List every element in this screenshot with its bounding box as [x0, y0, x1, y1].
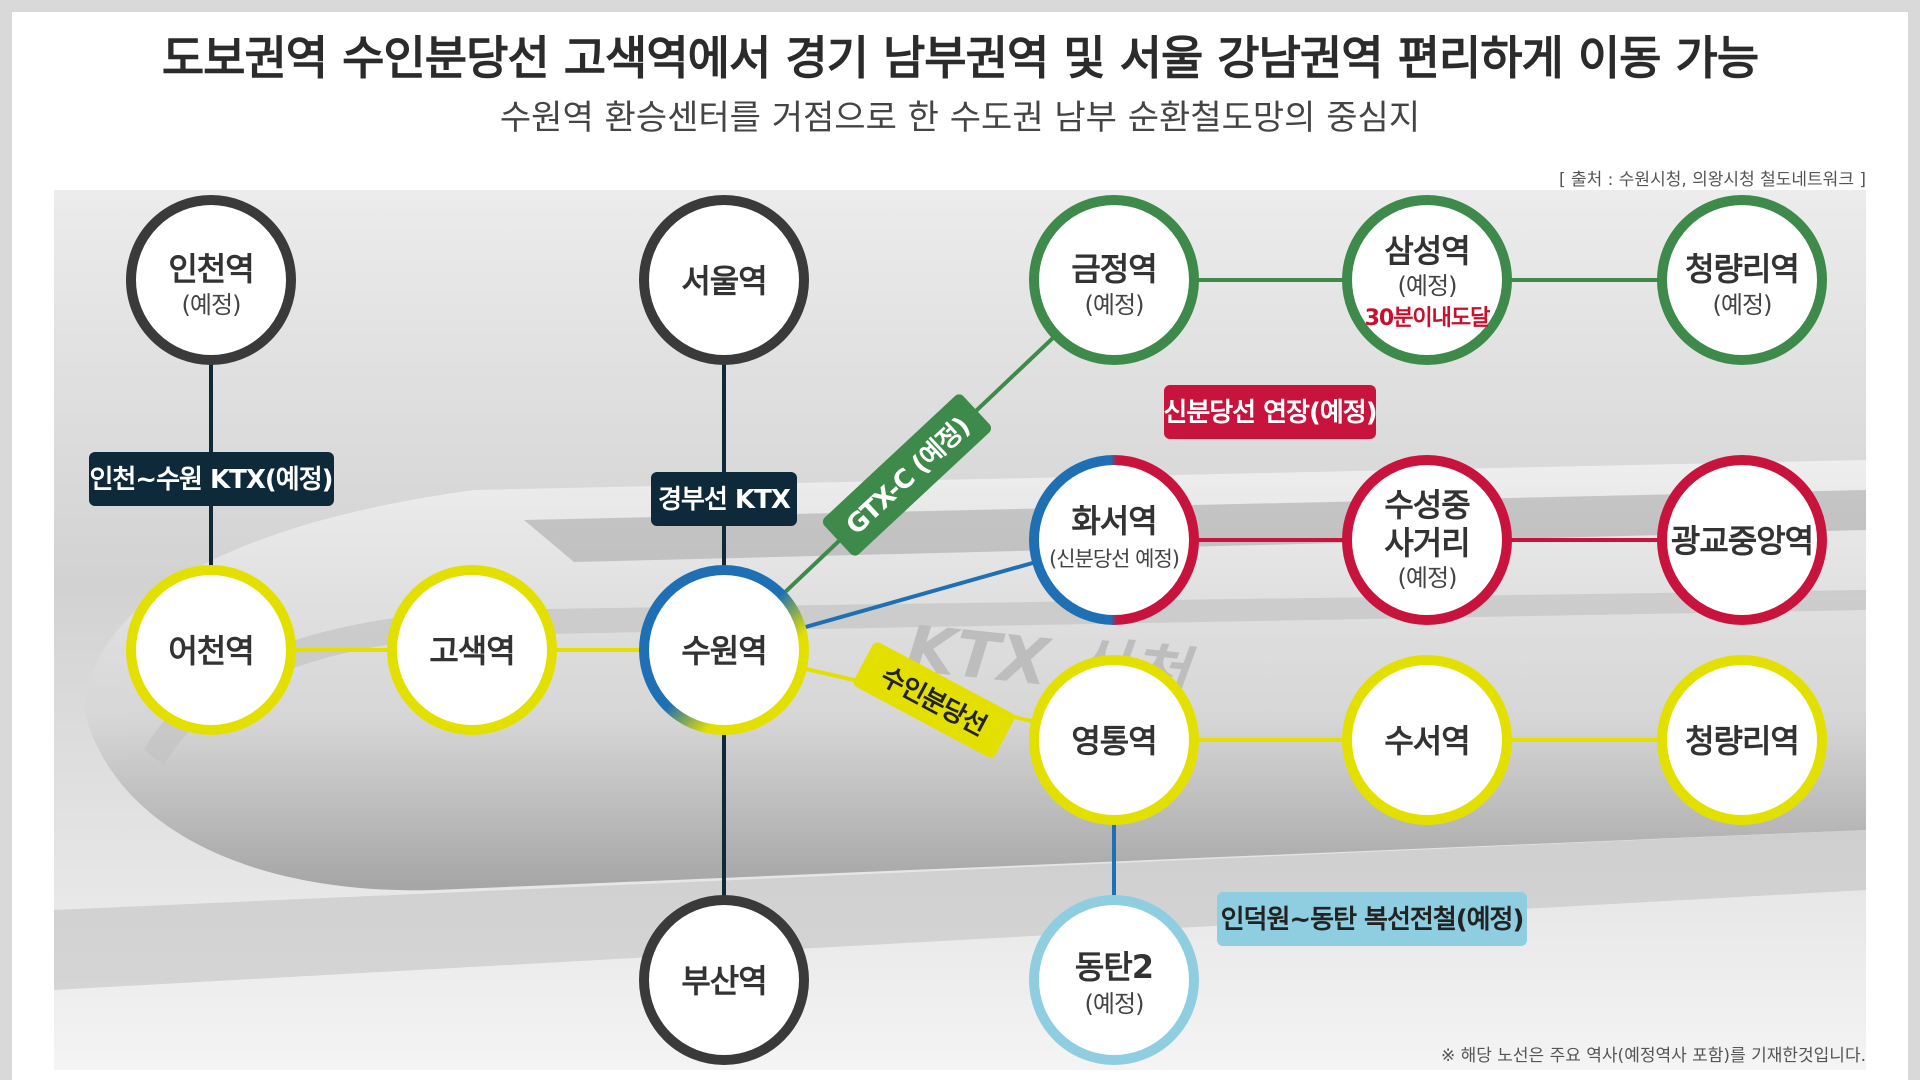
svg-text:(신분당선 예정): (신분당선 예정)	[1049, 547, 1179, 571]
svg-text:청량리역: 청량리역	[1685, 250, 1799, 288]
label-incheon-ktx: 인천~수원 KTX(예정)	[89, 452, 334, 506]
svg-text:광교중앙역: 광교중앙역	[1671, 522, 1813, 560]
station-geumjeong: 금정역 (예정)	[1029, 195, 1199, 365]
station-gosaek: 고색역	[387, 565, 557, 735]
station-hwaseo: 화서역 (신분당선 예정)	[1029, 455, 1199, 625]
svg-text:인덕원~동탄 복선전철(예정): 인덕원~동탄 복선전철(예정)	[1221, 905, 1524, 935]
source-credit: [ 출처 : 수원시청, 의왕시청 철도네트워크 ]	[1558, 170, 1866, 190]
svg-text:동탄2: 동탄2	[1075, 948, 1153, 986]
svg-text:수서역: 수서역	[1384, 722, 1469, 760]
page-frame: 도보권역 수인분당선 고색역에서 경기 남부권역 및 서울 강남권역 편리하게 …	[12, 12, 1908, 1080]
station-samseong: 삼성역 (예정) 30분이내도달	[1342, 195, 1512, 365]
svg-text:(예정): (예정)	[1085, 990, 1144, 1018]
page-title: 도보권역 수인분당선 고색역에서 경기 남부권역 및 서울 강남권역 편리하게 …	[161, 31, 1759, 85]
svg-text:수성중: 수성중	[1384, 486, 1470, 524]
label-gyeongbu-ktx: 경부선 KTX	[651, 472, 797, 526]
svg-text:금정역: 금정역	[1071, 250, 1156, 288]
train-background: KTX 산천 인천~수원 KTX(예정) 경부선	[54, 190, 1866, 1070]
station-cheongnyangni-gtx: 청량리역 (예정)	[1657, 195, 1827, 365]
station-busan: 부산역	[639, 895, 809, 1065]
svg-text:경부선 KTX: 경부선 KTX	[658, 485, 791, 515]
rail-network-diagram: KTX 산천 인천~수원 KTX(예정) 경부선	[54, 195, 1866, 1065]
svg-text:화서역: 화서역	[1071, 502, 1156, 540]
svg-text:수원역: 수원역	[681, 632, 766, 670]
svg-text:영통역: 영통역	[1071, 722, 1156, 760]
svg-text:(예정): (예정)	[1398, 272, 1457, 300]
station-suseo: 수서역	[1342, 655, 1512, 825]
footnote: ※ 해당 노선은 주요 역사(예정역사 포함)를 기재한것입니다.	[1440, 1046, 1866, 1066]
samseong-travel-note: 30분이내도달	[1365, 306, 1491, 331]
svg-text:(예정): (예정)	[182, 291, 241, 319]
svg-text:(예정): (예정)	[1085, 291, 1144, 319]
svg-text:고색역: 고색역	[429, 632, 514, 670]
svg-text:삼성역: 삼성역	[1384, 232, 1469, 270]
svg-text:인천역: 인천역	[168, 250, 253, 288]
station-eocheon: 어천역	[126, 565, 296, 735]
svg-text:(예정): (예정)	[1713, 291, 1772, 319]
svg-text:서울역: 서울역	[681, 262, 766, 300]
station-suseong: 수성중 사거리 (예정)	[1342, 455, 1512, 625]
station-yeongtong: 영통역	[1029, 655, 1199, 825]
svg-text:신분당선 연장(예정): 신분당선 연장(예정)	[1163, 398, 1376, 428]
svg-text:(예정): (예정)	[1398, 564, 1457, 592]
station-dongtan2: 동탄2 (예정)	[1029, 895, 1199, 1065]
station-incheon: 인천역 (예정)	[126, 195, 296, 365]
station-seoul: 서울역	[639, 195, 809, 365]
svg-text:부산역: 부산역	[681, 962, 766, 1000]
station-cheongnyangni-suin: 청량리역	[1657, 655, 1827, 825]
station-suwon: 수원역	[639, 565, 809, 735]
label-sinbundang: 신분당선 연장(예정)	[1163, 385, 1378, 439]
svg-text:어천역: 어천역	[168, 632, 253, 670]
svg-text:사거리: 사거리	[1384, 524, 1469, 562]
svg-text:청량리역: 청량리역	[1685, 722, 1799, 760]
label-indeokwon-dongtan: 인덕원~동탄 복선전철(예정)	[1217, 892, 1527, 946]
page-subtitle: 수원역 환승센터를 거점으로 한 수도권 남부 순환철도망의 중심지	[499, 98, 1421, 138]
svg-text:인천~수원 KTX(예정): 인천~수원 KTX(예정)	[89, 465, 332, 495]
station-gwanggyo: 광교중앙역	[1657, 455, 1827, 625]
